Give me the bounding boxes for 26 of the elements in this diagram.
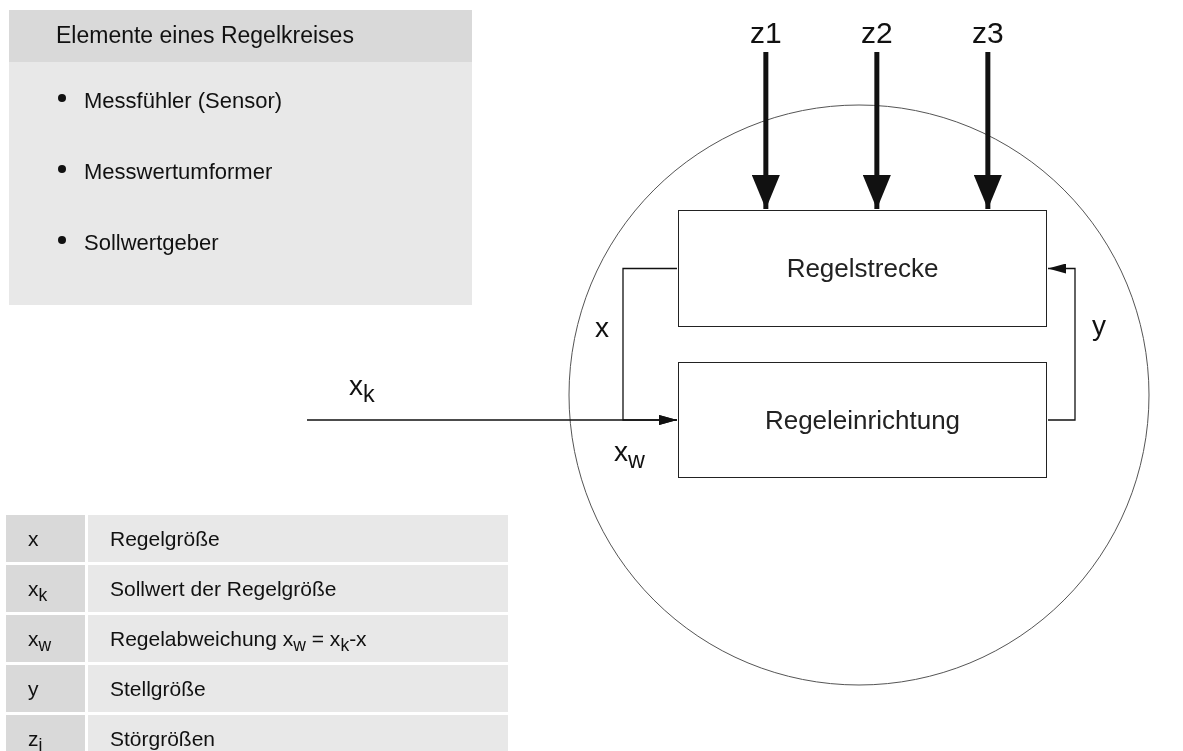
enclosing-circle bbox=[568, 104, 1150, 686]
table-cell: y bbox=[6, 665, 85, 712]
table-cell: Stellgröße bbox=[88, 665, 508, 712]
input-label: z1 bbox=[750, 18, 782, 48]
table-cell: Regelabweichung x$_{w}$ = x$_{k}$-x bbox=[88, 615, 508, 662]
info-panel bbox=[9, 10, 472, 305]
bullet-item: Messfühler (Sensor) bbox=[84, 88, 283, 114]
table-cell: Sollwert der Regelgröße bbox=[88, 565, 508, 612]
block-box: Regelstrecke bbox=[678, 210, 1047, 327]
panel-heading: Elemente eines Regelkreises bbox=[56, 22, 354, 49]
table-cell: Störgrößen bbox=[88, 715, 508, 751]
table-cell: x$_{w}$ bbox=[6, 615, 85, 662]
input-label: z3 bbox=[972, 18, 1004, 48]
block-box: Regeleinrichtung bbox=[678, 362, 1047, 478]
bullet-item: Messwertumformer bbox=[84, 159, 273, 185]
input-label: z2 bbox=[861, 18, 893, 48]
arrow bbox=[1047, 263, 1076, 421]
arrow bbox=[862, 52, 891, 209]
table-cell: x$_{k}$ bbox=[6, 565, 85, 612]
arrow bbox=[306, 415, 678, 425]
arrow bbox=[973, 52, 1002, 209]
bullet-item: Sollwertgeber bbox=[84, 230, 219, 256]
table-cell: x bbox=[6, 515, 85, 562]
table-cell: Regelgröße bbox=[88, 515, 508, 562]
table-cell: z$_{i}$ bbox=[6, 715, 85, 751]
arrow bbox=[751, 52, 780, 209]
